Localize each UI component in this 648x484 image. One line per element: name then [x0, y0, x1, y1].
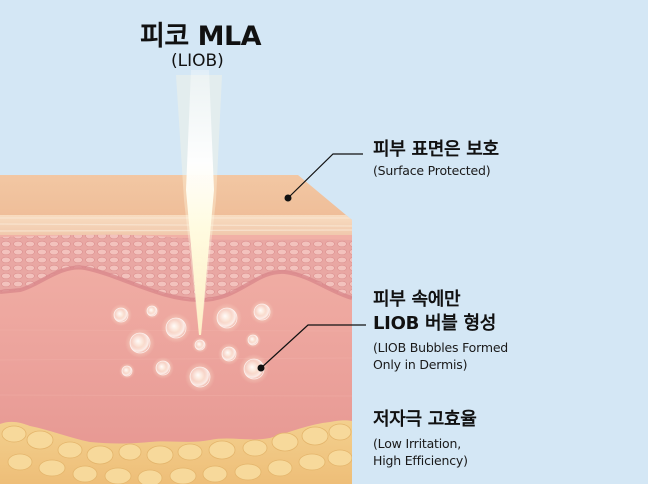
epidermis-layer [0, 234, 352, 300]
bubble [144, 303, 160, 319]
annotation-efficiency-english-1: (Low Irritation, [373, 436, 461, 451]
bubble [192, 337, 208, 353]
bubble [212, 303, 242, 333]
annotation-surface-korean: 피부 표면은 보호 [373, 139, 499, 160]
annotation-bubbles-english-2: Only in Dermis) [373, 357, 468, 372]
bubble [250, 300, 274, 324]
annotation-bubbles-korean-1: 피부 속에만 [373, 289, 461, 310]
annotation-surface-english: (Surface Protected) [373, 163, 491, 178]
annotation-efficiency-korean: 저자극 고효율 [373, 409, 477, 430]
bubble [110, 304, 132, 326]
annotation-efficiency: 저자극 고효율 (Low Irritation, High Efficiency… [373, 408, 477, 469]
bubble [218, 343, 240, 365]
bubble [125, 328, 155, 358]
bubble [185, 362, 215, 392]
diagram-title: 피코 MLA [140, 21, 262, 52]
annotation-bubbles: 피부 속에만 LIOB 버블 형성 (LIOB Bubbles Formed O… [373, 288, 508, 373]
annotation-bubbles-english-1: (LIOB Bubbles Formed [373, 340, 509, 355]
skin-block [0, 175, 352, 484]
pointer-dot-surface [284, 194, 292, 202]
diagram-subtitle: (LIOB) [171, 51, 224, 71]
leader-line-bubbles [260, 324, 366, 369]
leader-line-surface [287, 153, 363, 199]
bubble [245, 332, 261, 348]
surface-layer [0, 175, 352, 220]
bubble [161, 313, 191, 343]
annotation-surface: 피부 표면은 보호 (Surface Protected) [373, 138, 499, 179]
laser-beam [176, 70, 222, 335]
liob-bubbles [110, 300, 274, 392]
bubble [152, 357, 174, 379]
annotation-bubbles-korean-2: LIOB 버블 형성 [373, 313, 496, 334]
pointer-dot-bubbles [257, 364, 265, 372]
bubble [239, 354, 269, 384]
bubble [119, 363, 135, 379]
annotation-efficiency-english-2: High Efficiency) [373, 453, 468, 468]
